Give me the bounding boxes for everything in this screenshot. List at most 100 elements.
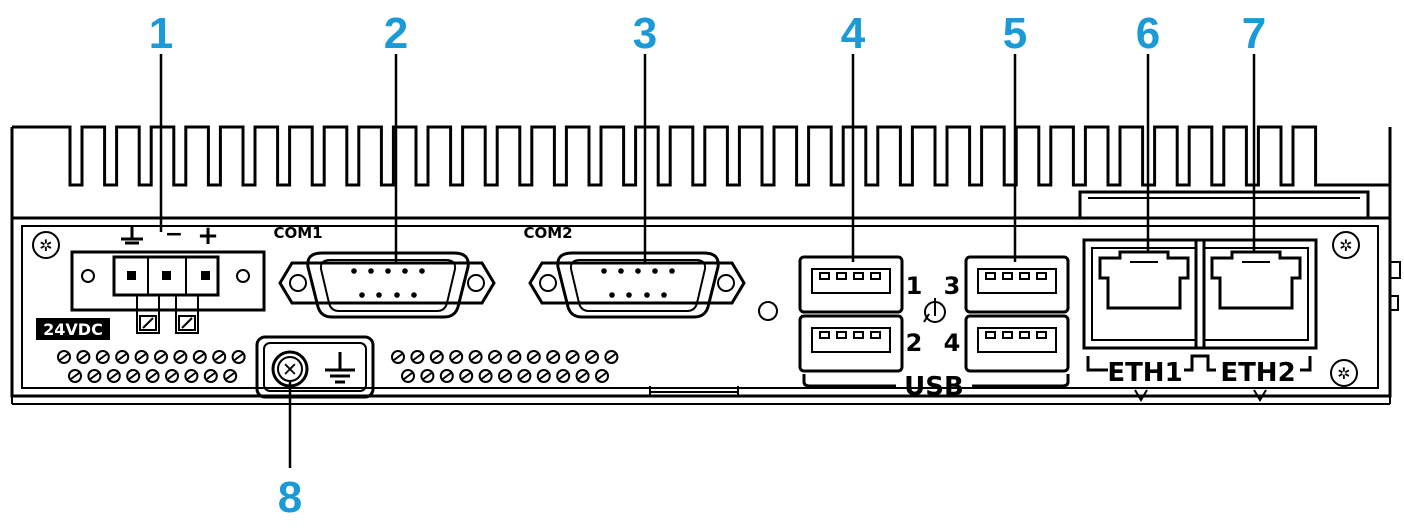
db9-pin [635,268,641,274]
vent-hole [556,369,571,383]
panel-screw-top-left: ✲ [32,231,60,259]
usb-contact [1036,272,1047,280]
usb-port-2-number: 2 [906,329,923,357]
vent-hole [488,350,502,364]
db9-pin [419,268,425,274]
usb-port-1-number: 1 [906,272,923,300]
vent-hole [223,369,238,383]
vent-hole [604,350,619,364]
vent-hole [449,350,464,364]
usb-contact [985,272,996,280]
usb-contact [1019,272,1030,280]
usb-group-bracket: USB [802,372,1070,402]
db9-pin [411,292,417,298]
vent-hole [410,350,425,364]
panel-screw-bottom-right: ✲ [1330,359,1358,387]
com1-label: COM1 [273,224,322,242]
usb-contact [1002,272,1013,280]
vent-hole [517,369,532,383]
usb-port-3-number: 3 [944,272,961,300]
callout-5: 5 [1003,9,1027,58]
usb-symbol-icon [923,298,946,323]
ethernet-plate [1078,190,1370,220]
callout-7: 7 [1242,9,1266,58]
usb-contact [819,331,830,339]
db9-pin [652,268,658,274]
com2-db9-connector: COM2 [523,224,746,319]
vent-hole [134,350,149,364]
vent-hole [68,369,82,383]
usb-contact [819,272,830,280]
com1-db9-connector: COM1 [273,224,496,319]
db9-pin [661,292,667,298]
usb-contact [836,272,847,280]
db9-pin [601,268,607,274]
callout-1: 1 [149,9,173,58]
svg-text:✲: ✲ [1339,236,1352,255]
ground-screw: ✕ [255,335,375,399]
vent-hole [526,350,541,364]
db9-pin [394,292,400,298]
usb-contact [870,272,881,280]
usb-label: USB [904,372,964,402]
front-panel [10,216,1401,405]
vent-hole [536,369,551,383]
vent-hole [565,350,580,364]
vent-hole [192,350,207,364]
usb-contact [1019,331,1030,339]
usb-contact [853,272,864,280]
ground-symbol-screw [325,352,355,384]
callout-3: 3 [633,9,657,58]
callout-8: 8 [278,473,302,522]
vent-hole [595,369,609,383]
vent-hole [546,350,561,364]
voltage-label-plate [36,318,110,340]
vent-holes [57,350,619,383]
usb-contact [1002,331,1013,339]
svg-text:✕: ✕ [282,359,298,381]
usb-contact [1036,331,1047,339]
vent-hole [478,369,493,383]
db9-pin [609,292,615,298]
vent-hole [391,350,405,364]
ethernet-bracket: ETH1 ETH2 [1086,354,1312,402]
vent-hole [575,369,590,383]
db9-pin [359,292,365,298]
db9-pin [368,268,374,274]
vent-hole [203,369,218,383]
vent-hole [401,369,415,383]
db9-pin [385,268,391,274]
eth1-label: ETH1 [1107,358,1182,388]
usb-port-stack-3-4: 3 4 [944,255,1070,373]
heat-sink [10,125,1392,218]
db9-pin [669,268,675,274]
panel-screw-top-right: ✲ [1332,231,1360,259]
callouts: 1 2 3 4 5 6 7 8 [149,9,1266,522]
vent-hole [420,369,435,383]
vent-hole [126,369,141,383]
power-terminal: − + 24VDC [36,221,266,340]
svg-text:✲: ✲ [39,236,52,255]
eth1-rj45-port [1082,238,1206,350]
vent-hole [439,369,454,383]
callout-2: 2 [384,9,408,58]
vent-hole [173,350,188,364]
db9-pin [626,292,632,298]
vent-hole [212,350,227,364]
vent-hole [165,369,179,383]
status-led [758,301,778,321]
usb-contact [985,331,996,339]
terminal-plus-label: + [197,221,219,251]
callout-4: 4 [841,9,866,58]
vent-hole [115,350,130,364]
db9-pin [402,268,408,274]
vent-hole [231,350,246,364]
vent-hole [498,369,512,383]
vent-hole [507,350,522,364]
usb-contact [853,331,864,339]
eth2-rj45-port [1194,238,1318,350]
voltage-label: 24VDC [43,320,103,339]
vent-hole [145,369,160,383]
db9-pin [376,292,382,298]
